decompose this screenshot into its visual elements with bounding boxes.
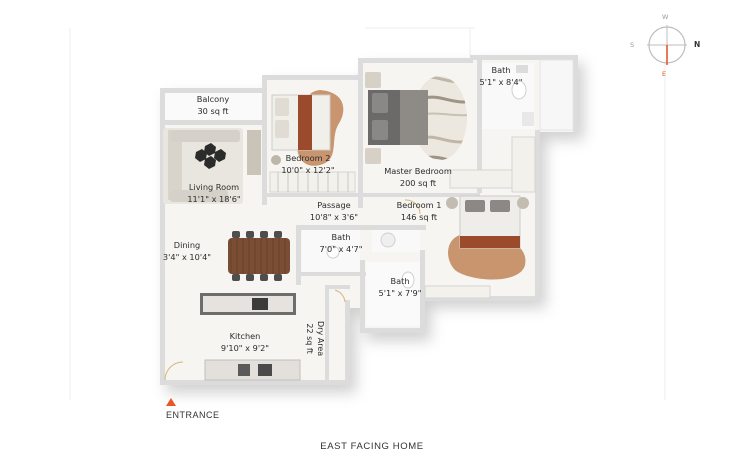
- compass-rose-icon: [647, 25, 687, 65]
- room-size: 10'0" x 12'2": [281, 165, 335, 175]
- compass-west: W: [662, 13, 669, 21]
- room-name: Bedroom 2: [285, 153, 331, 163]
- room-label-master-bedroom: Master Bedroom 200 sq ft: [384, 165, 452, 189]
- entrance-label: ENTRANCE: [166, 410, 220, 420]
- caption: EAST FACING HOME: [320, 441, 424, 452]
- room-label-dry-area: Dry Area 22 sq ft: [304, 321, 326, 356]
- dining-furniture: [228, 231, 290, 281]
- room-name: Bath: [331, 232, 351, 242]
- living-room-furniture: [163, 128, 261, 204]
- room-size: 146 sq ft: [400, 212, 438, 222]
- compass-icon: W S N E: [630, 13, 700, 78]
- room-size: 10'8" x 3'6": [309, 212, 359, 222]
- room-label-balcony: Balcony 30 sq ft: [197, 93, 229, 117]
- room-label-bedroom2: Bedroom 2 10'0" x 12'2": [281, 152, 334, 176]
- bedroom2-furniture: [269, 90, 356, 193]
- room-name: Bedroom 1: [396, 200, 442, 210]
- room-size: 22 sq ft: [305, 323, 314, 354]
- room-name: Bath: [390, 276, 410, 286]
- door-swings: [164, 199, 421, 381]
- room-size: 3'4" x 10'4": [162, 252, 212, 262]
- room-name: Balcony: [196, 94, 230, 104]
- room-label-common-bath: Bath 7'0" x 4'7": [320, 231, 363, 255]
- room-size: 7'0" x 4'7": [319, 244, 363, 254]
- room-name: Passage: [317, 200, 351, 210]
- room-name: Master Bedroom: [384, 166, 452, 176]
- room-name: Living Room: [188, 182, 240, 192]
- room-label-bedroom1: Bedroom 1 146 sq ft: [397, 199, 442, 223]
- room-label-dining: Dining 3'4" x 10'4": [163, 239, 211, 263]
- room-size: 9'10" x 9'2": [220, 343, 270, 353]
- room-name: Dry Area: [316, 321, 325, 357]
- room-size: 200 sq ft: [399, 178, 437, 188]
- room-label-master-bath: Bath 5'1" x 8'4": [480, 64, 523, 88]
- compass-north: N: [694, 40, 701, 49]
- room-size: 11'1" x 18'6": [187, 194, 241, 204]
- site-guides: [69, 27, 666, 400]
- kitchen-furniture: [200, 293, 301, 381]
- room-name: Bath: [491, 65, 511, 75]
- room-name: Kitchen: [229, 331, 261, 341]
- room-size: 30 sq ft: [197, 106, 229, 116]
- compass-south: S: [630, 41, 635, 49]
- balcony-floor: [165, 93, 262, 120]
- bedroom1-furniture: [424, 195, 529, 299]
- master-bedroom-furniture: [365, 72, 536, 193]
- room-size: 5'1" x 8'4": [479, 77, 523, 87]
- room-size: 5'1" x 7'9": [378, 288, 422, 298]
- master-bath-fixtures: [482, 59, 574, 131]
- entrance-marker-icon: [166, 398, 176, 406]
- compass-east: E: [662, 70, 667, 78]
- room-label-small-bath: Bath 5'1" x 7'9": [379, 275, 422, 299]
- room-label-passage: Passage 10'8" x 3'6": [310, 199, 358, 223]
- room-label-kitchen: Kitchen 9'10" x 9'2": [221, 330, 269, 354]
- room-label-living-room: Living Room 11'1" x 18'6": [187, 181, 240, 205]
- room-name: Dining: [173, 240, 201, 250]
- bath-fixtures: [302, 230, 420, 326]
- walls: [160, 55, 578, 385]
